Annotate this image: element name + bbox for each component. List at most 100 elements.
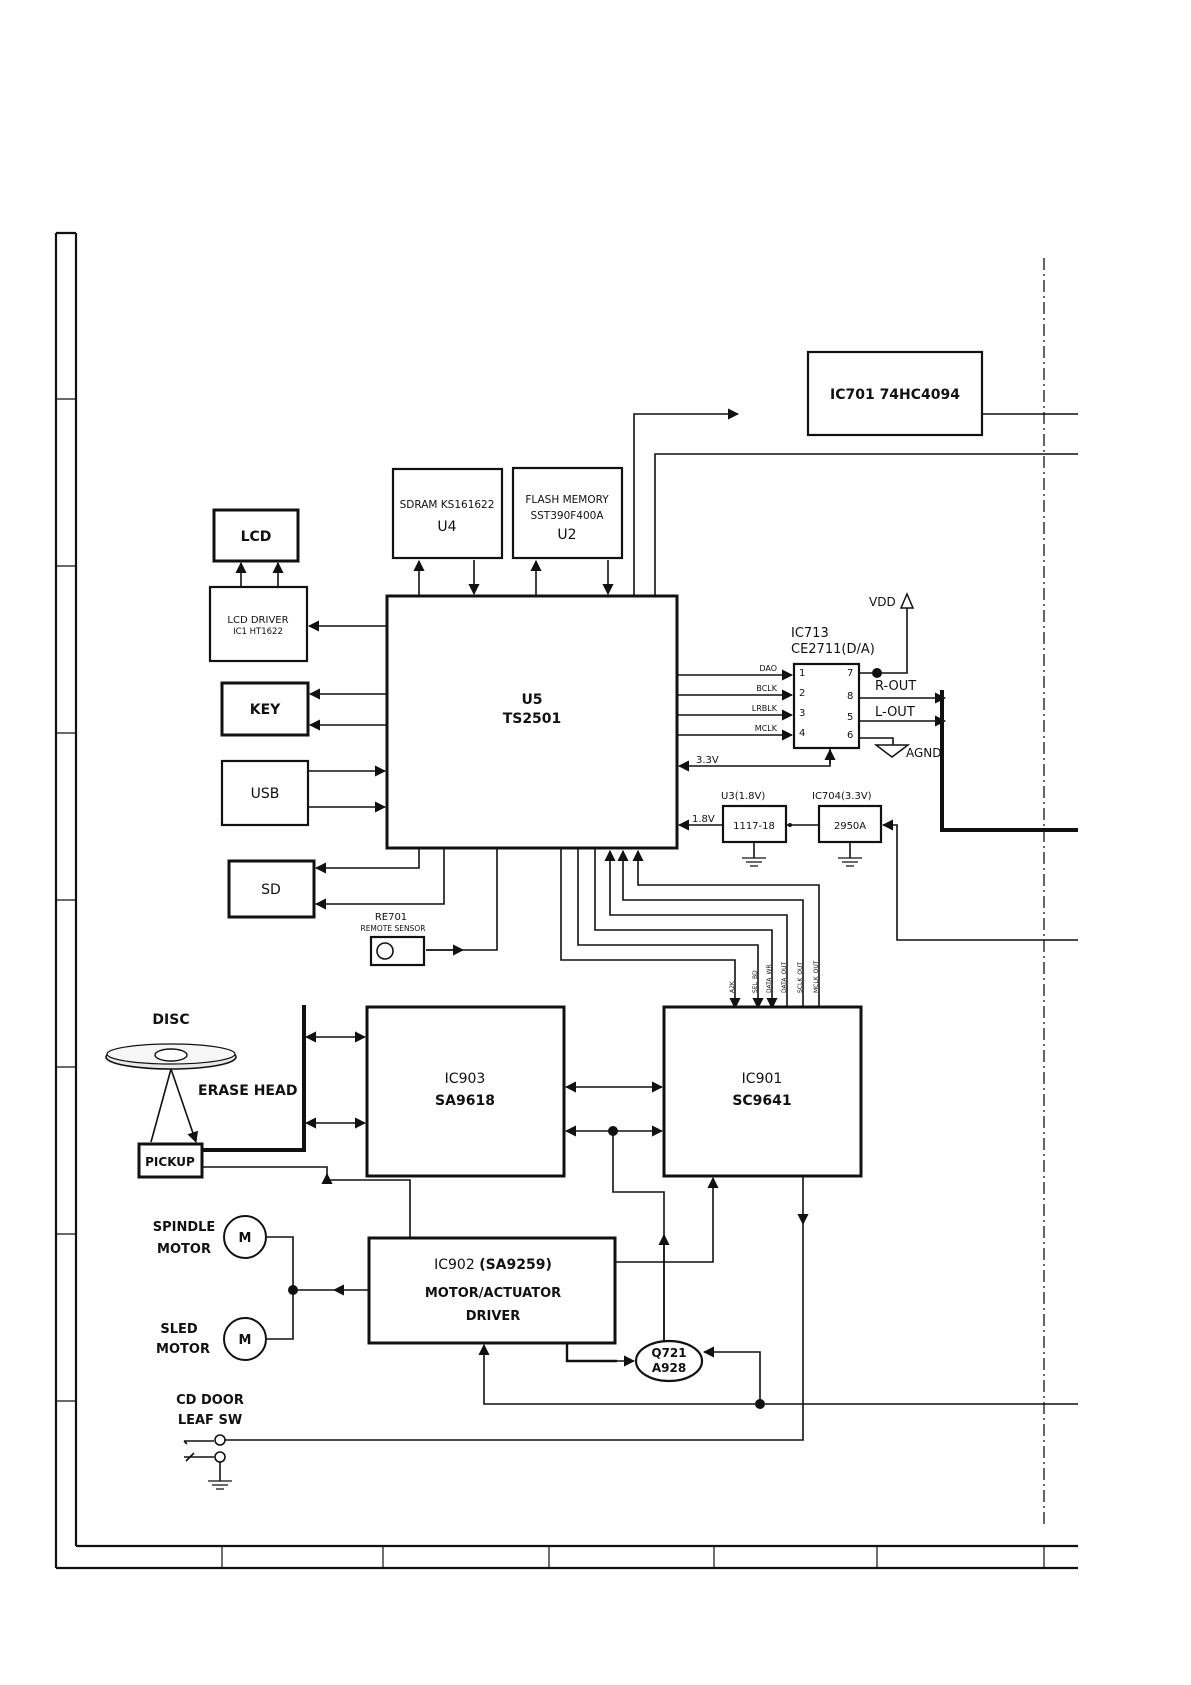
page-frame	[54, 231, 1078, 1570]
sd-block: SD	[227, 859, 316, 919]
bus-data-wr: DATA_WR	[766, 964, 773, 993]
ic713-ref: IC713	[791, 626, 829, 641]
remote-ref: RE701	[375, 912, 407, 923]
q721-ref: Q721	[651, 1346, 686, 1360]
ic713-pin-6: 6	[847, 730, 853, 741]
sdram-ref: U4	[437, 519, 456, 535]
sled-motor: SLED MOTOR M	[156, 1317, 267, 1361]
usb-label: USB	[251, 786, 280, 802]
bus-a2k: A2K	[729, 980, 736, 993]
cd-door-label-1: CD DOOR	[176, 1393, 244, 1408]
spindle-m-icon: M	[239, 1231, 252, 1246]
sd-label: SD	[261, 882, 281, 898]
signal-dao: DAO	[759, 664, 777, 673]
ic903-part: SA9618	[435, 1093, 495, 1109]
sdram-label: SDRAM KS161622	[400, 499, 495, 511]
wire-u5-out	[654, 453, 1078, 596]
cd-door-switch: CD DOOR LEAF SW	[176, 1393, 244, 1490]
wire-u5-sd-2	[314, 849, 445, 910]
spindle-motor: SPINDLE MOTOR M	[153, 1215, 267, 1259]
ic704-regulator: IC704(3.3V) 2950A	[812, 791, 883, 867]
ic901-ref: IC901	[742, 1071, 783, 1087]
ic713-part: CE2711(D/A)	[791, 642, 875, 657]
v18-label: 1.8V	[692, 814, 715, 825]
key-block: KEY	[220, 681, 310, 737]
ic701-label: IC701 74HC4094	[830, 387, 960, 403]
sled-label-1: SLED	[160, 1322, 198, 1337]
ic713-pin-5: 5	[847, 712, 853, 723]
bus-sel-bd: SEL_BD	[752, 970, 759, 993]
vdd-label: VDD	[869, 595, 896, 609]
agnd-net: AGND	[859, 737, 942, 760]
lcd-driver-part: IC1 HT1622	[233, 627, 283, 637]
u5-ref: U5	[521, 692, 542, 708]
wire-ic902-q721	[565, 1343, 617, 1363]
ic901-part: SC9641	[732, 1093, 791, 1109]
bus-signal-labels: A2K SEL_BD DATA_WR DATA_OUT SCLK_OUT MCL…	[729, 960, 820, 993]
bus-mclk-out: MCLK_OUT	[813, 960, 820, 993]
ic713-pin-4: 4	[799, 728, 805, 739]
flash-block: FLASH MEMORY SST390F400A U2	[511, 466, 624, 560]
ic713-pin-2: 2	[799, 688, 805, 699]
wire-u5-to-ic701	[633, 408, 740, 596]
signal-mclk: MCLK	[755, 724, 778, 733]
dac-signal-labels: DAO BCLK LRBLK MCLK	[752, 664, 778, 733]
v33-label: 3.3V	[696, 755, 719, 766]
signal-bclk: BCLK	[756, 684, 777, 693]
dac-input-wires	[677, 669, 794, 741]
r-out-label: R-OUT	[875, 679, 916, 694]
key-label: KEY	[250, 702, 281, 718]
wire-ic902-ic901	[616, 1176, 719, 1263]
wire-ic901-q721	[612, 1131, 665, 1343]
wire-remote-u5	[426, 849, 498, 951]
wire-u5-sd-1	[314, 849, 420, 874]
ic704-part: 2950A	[834, 821, 866, 832]
beam-right	[170, 1068, 199, 1144]
flash-part: SST390F400A	[530, 510, 604, 522]
disc-label: DISC	[152, 1012, 189, 1028]
ic903-ref: IC903	[445, 1071, 486, 1087]
spindle-label-2: MOTOR	[157, 1242, 211, 1257]
beam-left	[150, 1068, 172, 1143]
ic701-block: IC701 74HC4094	[806, 350, 984, 437]
lcd-driver-block: LCD DRIVER IC1 HT1622	[208, 585, 309, 663]
ic902-label: MOTOR/ACTUATOR	[425, 1286, 561, 1301]
sled-m-icon: M	[239, 1333, 252, 1348]
spindle-label-1: SPINDLE	[153, 1220, 216, 1235]
lcd-driver-label: LCD DRIVER	[227, 615, 288, 626]
cd-door-label-2: LEAF SW	[178, 1413, 242, 1428]
u3-part: 1117-18	[733, 821, 775, 832]
u5-block: U5 TS2501	[385, 594, 679, 850]
memory-wires	[413, 559, 614, 596]
pickup-label: PICKUP	[145, 1155, 195, 1169]
ic713-pin-3: 3	[799, 708, 805, 719]
ic903-block: IC903 SA9618	[365, 1005, 566, 1178]
usb-block: USB	[220, 759, 310, 827]
u5-part: TS2501	[503, 711, 562, 727]
sled-label-2: MOTOR	[156, 1342, 210, 1357]
flash-ref: U2	[557, 527, 576, 543]
lcd-label: LCD	[241, 529, 272, 545]
audio-out-bus	[940, 690, 1078, 832]
bus-sclk-out: SCLK_OUT	[797, 962, 804, 993]
disc: DISC	[105, 1012, 237, 1070]
wire-bus-ic902	[478, 1343, 1078, 1405]
ic713-block: IC713 CE2711(D/A) 1 2 3 4 7 8 5 6	[791, 626, 875, 750]
pickup-block: PICKUP	[137, 1142, 204, 1179]
vdd-net: VDD	[859, 592, 915, 678]
bus-data-out: DATA_OUT	[781, 961, 788, 993]
agnd-label: AGND	[906, 746, 942, 760]
wire-cd-door	[222, 1224, 804, 1441]
u3-ref: U3(1.8V)	[721, 791, 765, 802]
l-out-label: L-OUT	[875, 705, 915, 720]
wire-supply-ic704	[881, 819, 1078, 941]
ic704-ref: IC704(3.3V)	[812, 791, 872, 802]
flash-label: FLASH MEMORY	[525, 494, 609, 506]
ic713-pin-8: 8	[847, 691, 853, 702]
signal-lrblk: LRBLK	[752, 704, 778, 713]
ic902-ref: IC902 (SA9259)	[434, 1257, 552, 1273]
ic902-block: IC902 (SA9259) MOTOR/ACTUATOR DRIVER	[367, 1236, 617, 1345]
lcd-block: LCD	[212, 508, 300, 563]
sdram-block: SDRAM KS161622 U4	[391, 467, 504, 560]
erase-head-line	[202, 1005, 306, 1152]
